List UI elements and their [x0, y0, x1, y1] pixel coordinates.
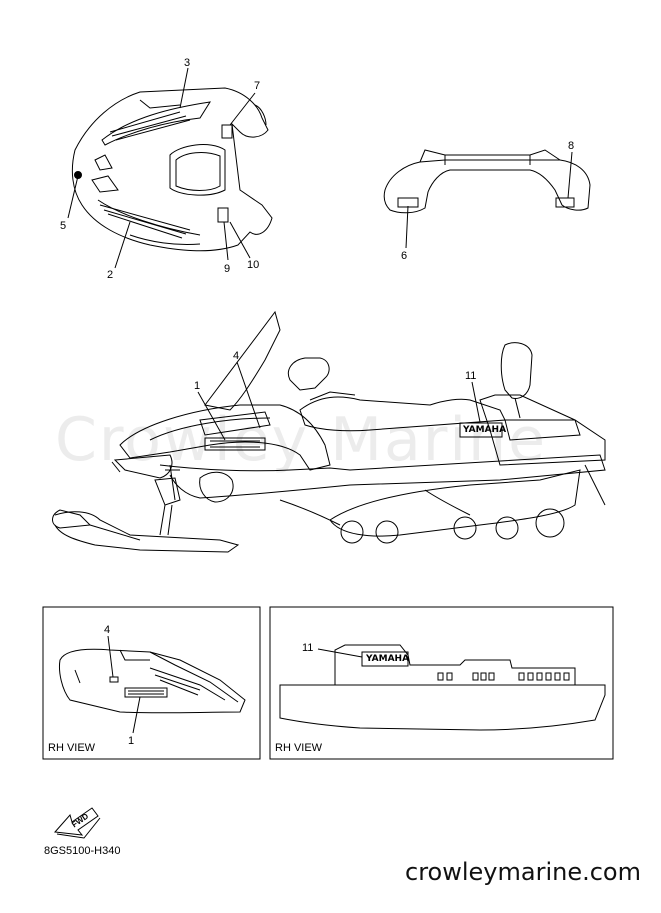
leader-9 — [223, 221, 229, 261]
leader-5 — [67, 175, 79, 219]
leader-11 — [471, 381, 481, 423]
inset-callout-4: 4 — [104, 624, 111, 636]
inset-right-body — [279, 644, 606, 731]
inset-left-view-label: RH VIEW — [48, 742, 96, 754]
inset-leader-4 — [107, 635, 114, 678]
leader-10 — [229, 221, 251, 259]
inset-right-view-label: RH VIEW — [275, 742, 323, 754]
hood-drawing — [71, 87, 273, 252]
leader-3 — [179, 67, 189, 109]
callout-4: 4 — [233, 350, 240, 362]
rear-bumper-drawing — [383, 149, 591, 214]
callout-5: 5 — [60, 220, 67, 232]
leader-6 — [405, 205, 409, 249]
inset-callout-11: 11 — [302, 642, 314, 654]
callout-1: 1 — [194, 380, 201, 392]
callout-6: 6 — [401, 250, 408, 262]
leader-7 — [229, 92, 256, 126]
callout-2: 2 — [107, 269, 114, 281]
yamaha-decal-inset: YAMAHA — [366, 654, 410, 664]
diagram-code: 8GS5100-H340 — [44, 845, 121, 857]
fwd-arrow-icon — [53, 807, 101, 839]
inset-callout-1: 1 — [128, 735, 135, 747]
callout-3: 3 — [184, 57, 191, 69]
leader-2 — [114, 221, 131, 269]
site-url[interactable]: crowleymarine.com — [405, 858, 641, 886]
callout-9: 9 — [224, 263, 231, 275]
callout-11: 11 — [465, 370, 477, 382]
yamaha-decal-side: YAMAHA — [463, 425, 507, 435]
inset-left-hood — [59, 648, 246, 714]
callout-8: 8 — [568, 140, 575, 152]
inset-right-frame — [269, 606, 614, 760]
callout-7: 7 — [254, 80, 261, 92]
snowmobile-drawing — [52, 310, 606, 553]
leader-4 — [236, 361, 261, 429]
leader-1 — [197, 391, 226, 441]
callout-10: 10 — [247, 259, 260, 271]
inset-leader-1 — [132, 696, 141, 734]
leader-8 — [567, 151, 573, 199]
inset-left-frame — [42, 606, 261, 760]
inset-leader-11 — [317, 648, 363, 658]
